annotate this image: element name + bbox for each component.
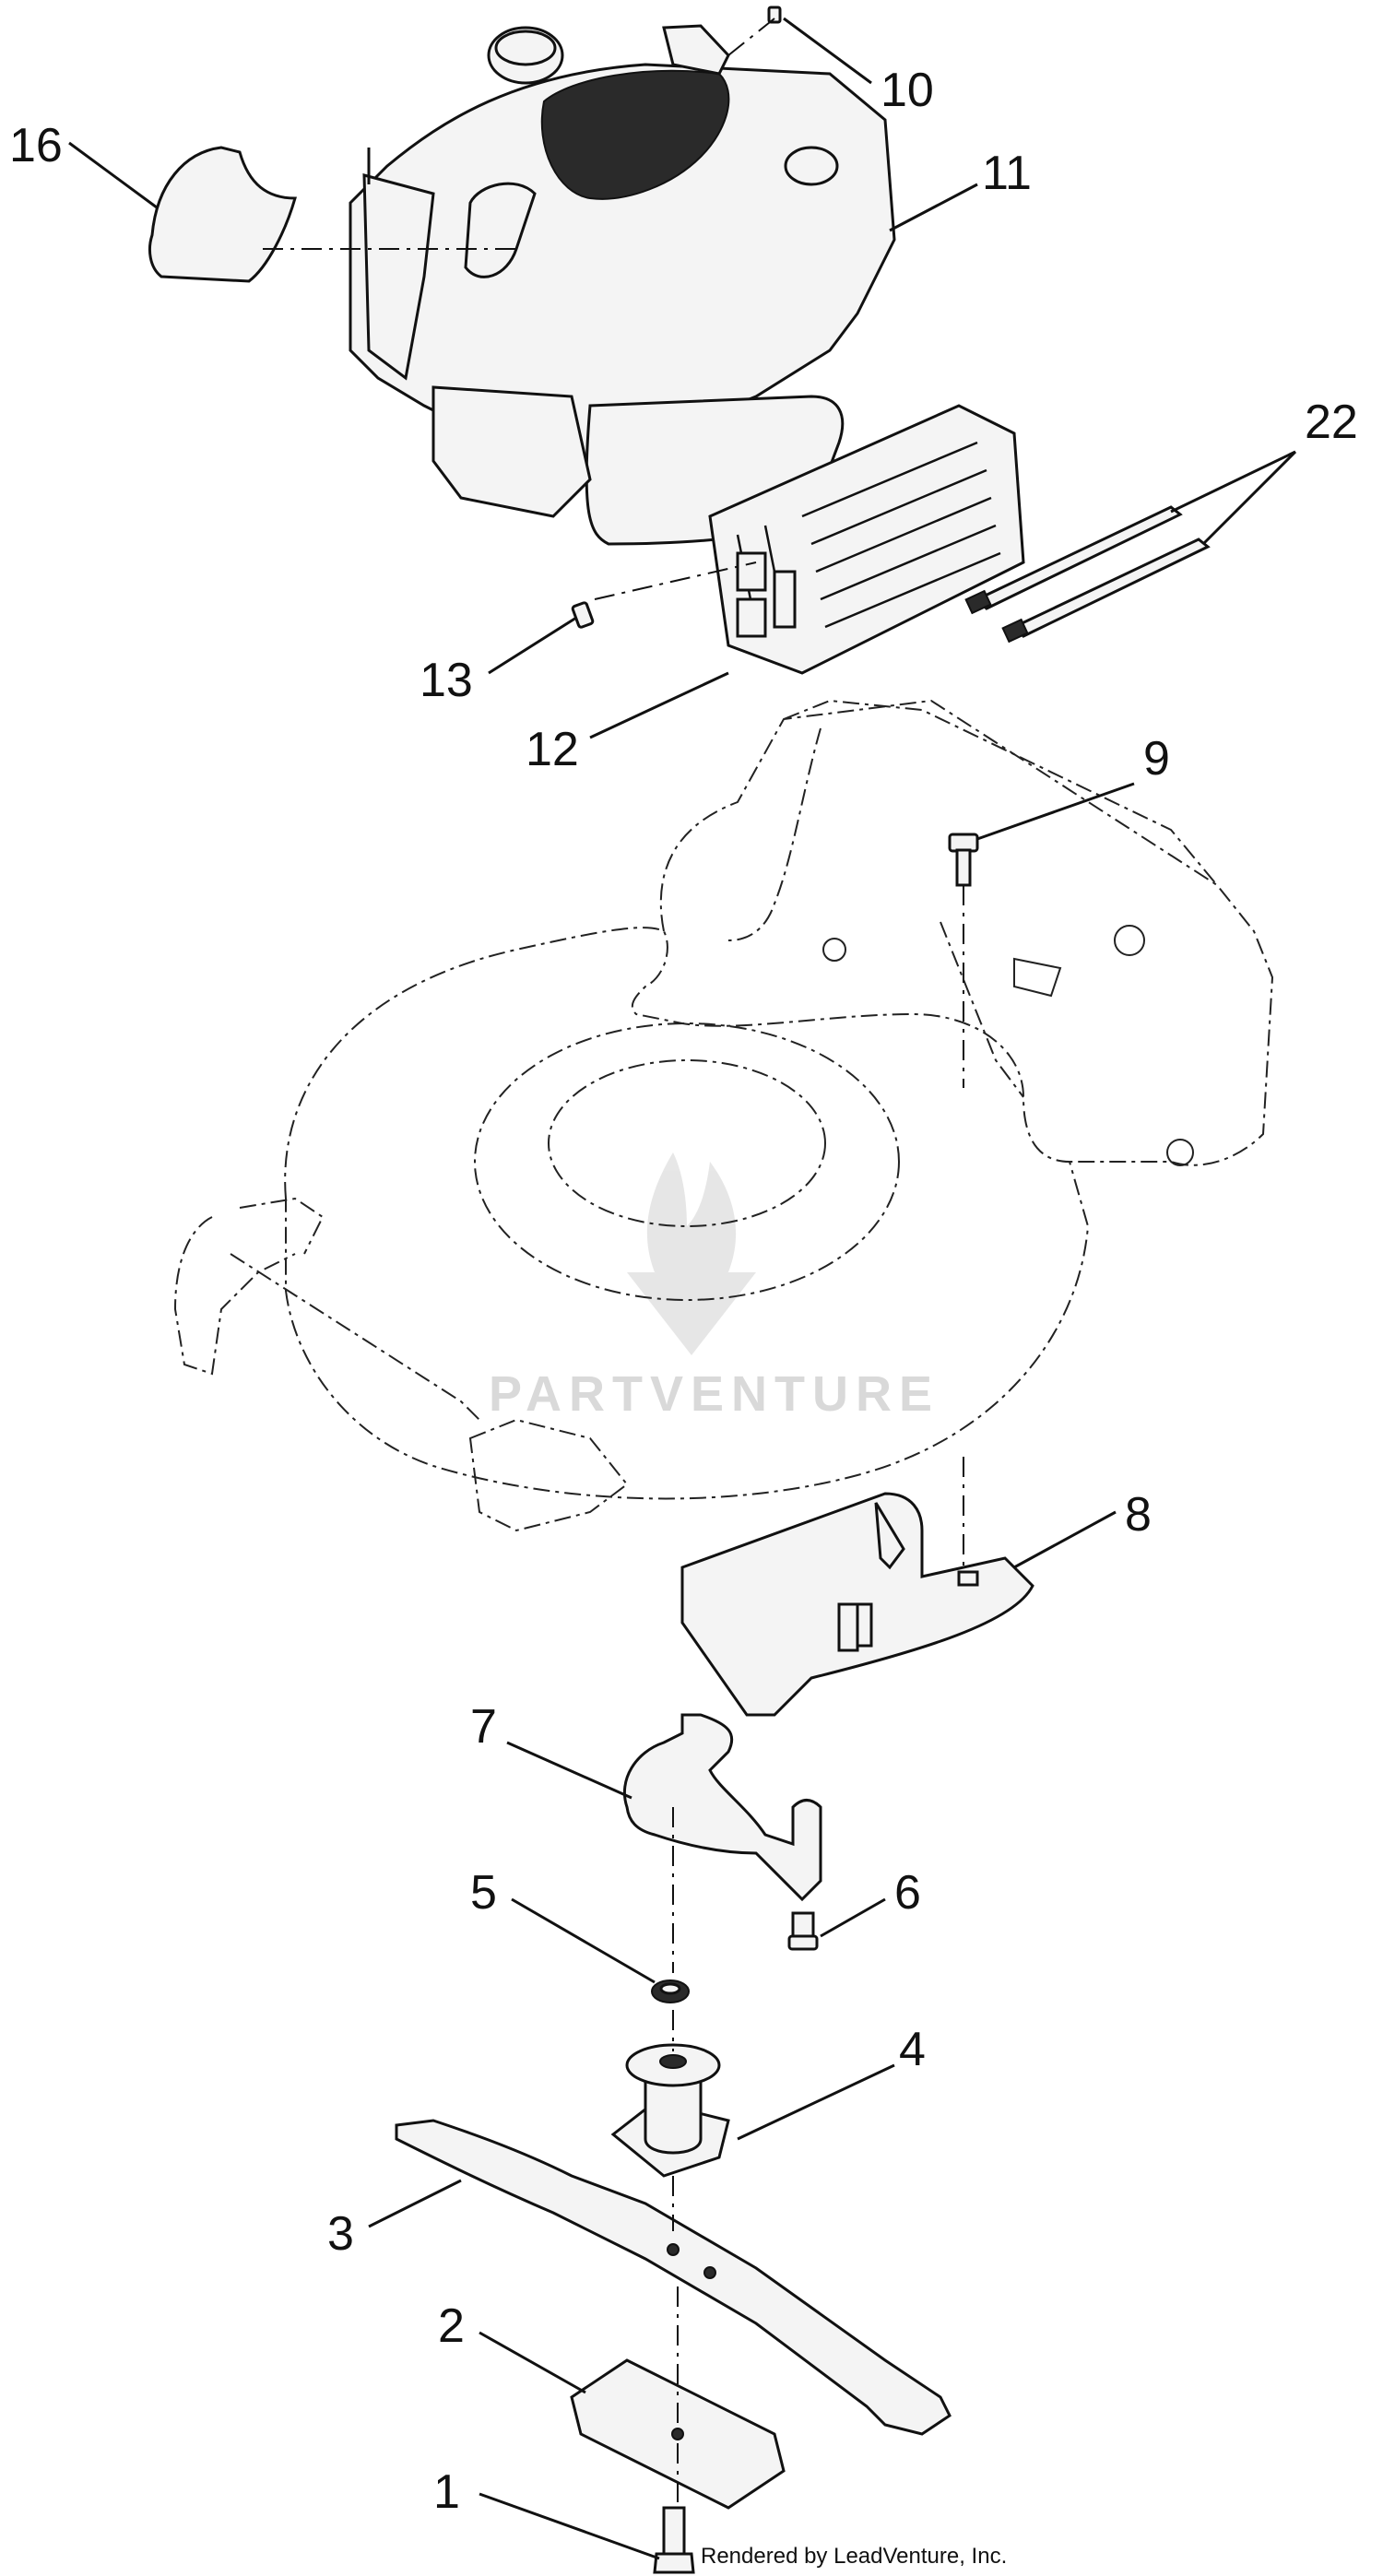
leader-9 — [976, 782, 1135, 841]
center-lines — [263, 18, 964, 2508]
mower-deck — [173, 699, 1274, 1532]
callout-12: 12 — [526, 723, 579, 776]
leader-7 — [506, 1741, 632, 1800]
leader-6 — [820, 1897, 886, 1938]
callout-4: 4 — [899, 2023, 926, 2076]
leader-16 — [68, 141, 158, 209]
leader-1 — [479, 2492, 660, 2560]
part-3-blade — [395, 2119, 952, 2436]
callout-13: 13 — [420, 654, 473, 707]
leader-8 — [1013, 1510, 1117, 1569]
leader-3 — [368, 2179, 462, 2228]
leader-2 — [479, 2331, 586, 2394]
part-22-cable-ties — [964, 505, 1211, 644]
callout-6: 6 — [894, 1866, 921, 1920]
part-4-blade-adapter — [610, 2043, 730, 2178]
part-6-bolt — [787, 1911, 819, 1951]
part-11-engine — [349, 24, 896, 546]
watermark-logo-icon — [627, 1152, 756, 1355]
leader-22a — [1170, 450, 1296, 514]
part-13-screw — [571, 601, 595, 629]
part-2-stiffener — [570, 2358, 786, 2510]
watermark-text: PARTVENTURE — [489, 1366, 940, 1422]
callout-3: 3 — [327, 2207, 354, 2261]
callout-9: 9 — [1143, 732, 1170, 786]
leader-5 — [511, 1897, 656, 1984]
leader-4 — [737, 2063, 895, 2141]
part-16-decal — [148, 146, 297, 283]
watermark: PARTVENTURE — [489, 1152, 940, 1422]
part-12-muffler-guard — [708, 404, 1025, 675]
callout-1: 1 — [433, 2465, 460, 2519]
leader-22b — [1201, 450, 1297, 546]
part-10-screw — [767, 6, 782, 24]
part-5-washer — [651, 1979, 690, 2003]
callout-2: 2 — [438, 2299, 465, 2353]
leader-11 — [889, 183, 978, 232]
part-8-baffle — [680, 1492, 1034, 1717]
part-7-bracket — [622, 1713, 822, 1902]
part-9-bolt — [948, 833, 979, 887]
callout-16: 16 — [9, 119, 63, 172]
leader-lines — [68, 17, 1297, 2560]
leader-13 — [488, 616, 577, 675]
callout-5: 5 — [470, 1866, 497, 1920]
render-credit: Rendered by LeadVenture, Inc. — [701, 2544, 1007, 2569]
callout-8: 8 — [1125, 1488, 1152, 1542]
leader-10 — [783, 17, 872, 85]
part-1-bolt — [653, 2506, 695, 2574]
callout-10: 10 — [881, 64, 934, 117]
callout-11: 11 — [982, 147, 1032, 200]
callout-7: 7 — [470, 1700, 497, 1754]
leader-12 — [589, 671, 729, 739]
callout-22: 22 — [1305, 396, 1358, 449]
callout-labels: 1 2 3 4 5 6 7 8 9 10 11 12 13 16 22 — [9, 64, 1358, 2519]
